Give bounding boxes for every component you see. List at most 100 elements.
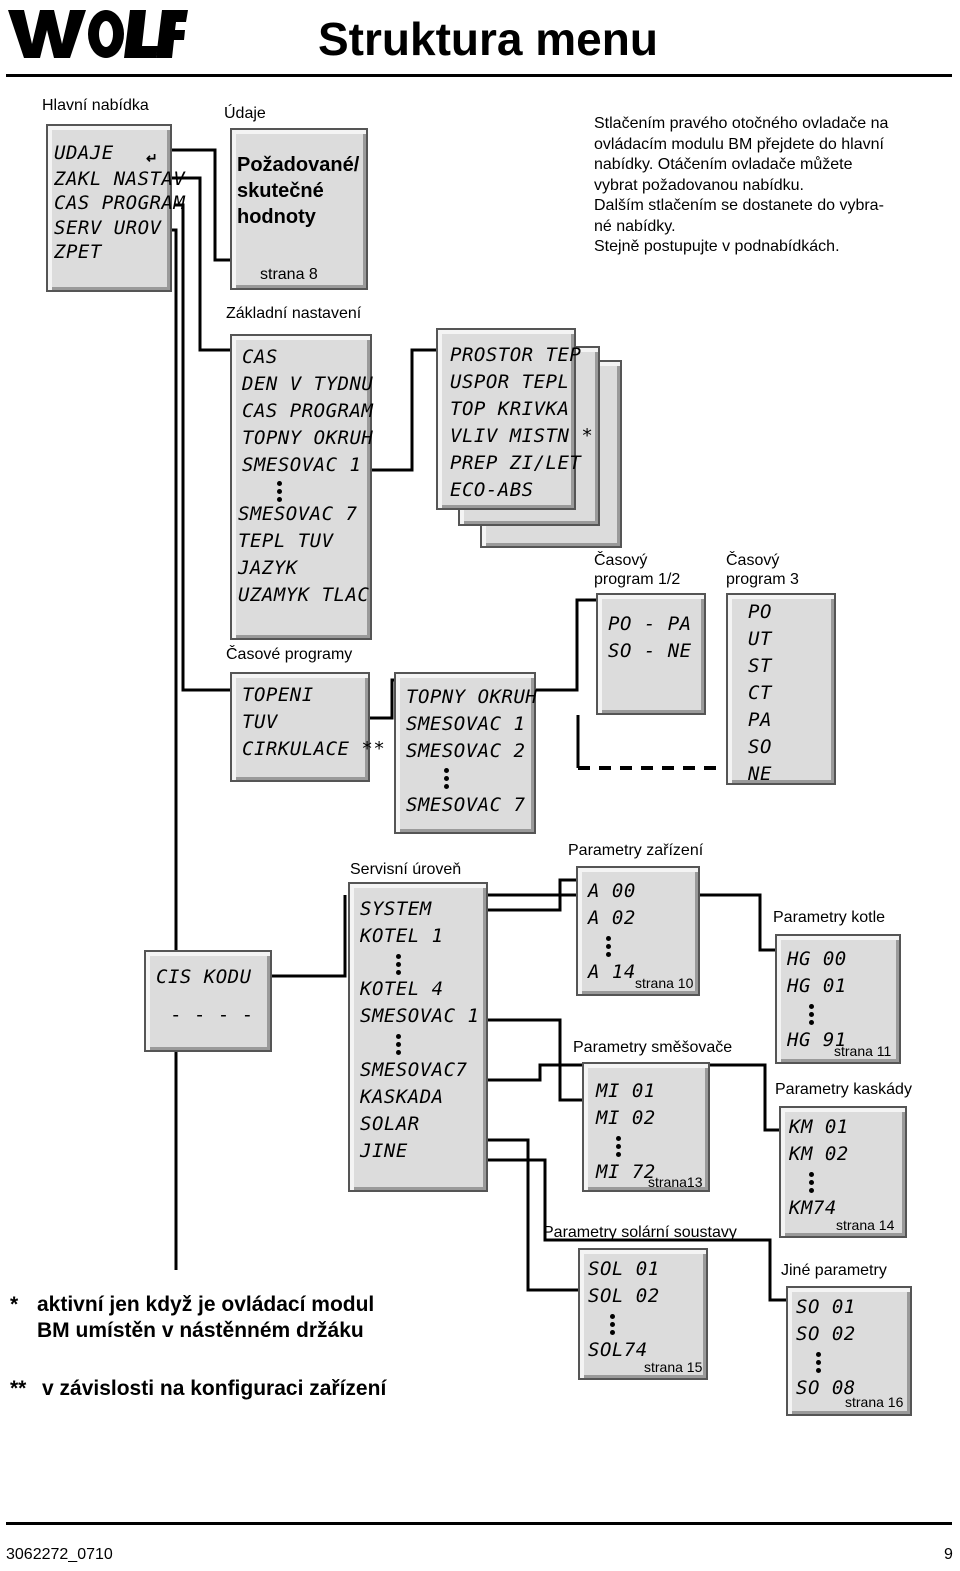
heating-circuits-box[interactable]: TOPNY OKRUH SMESOVAC 1 SMESOVAC 2 SMESOV…: [394, 672, 538, 834]
room-item[interactable]: TOP KRIVKA: [450, 398, 570, 420]
device-params-label: Parametry zařízení: [568, 842, 704, 859]
basic-item[interactable]: DEN V TYDNU: [242, 373, 374, 395]
code-box[interactable]: CIS KODU - - - -: [144, 950, 272, 1052]
service-item[interactable]: KOTEL 4: [360, 978, 444, 1000]
time-program-item[interactable]: TOPENI: [242, 684, 314, 706]
service-item[interactable]: SYSTEM: [360, 898, 432, 920]
program-3-item[interactable]: PO: [748, 601, 772, 623]
boiler-params-box[interactable]: HG 00 HG 01 HG 91 strana 11: [775, 934, 901, 1064]
program-12-item[interactable]: SO - NE: [608, 640, 692, 662]
service-label: Servisní úroveň: [350, 861, 462, 878]
other-param-item[interactable]: SO 02: [796, 1323, 856, 1345]
udaje-box[interactable]: Požadované/ skutečné hodnoty strana 8: [230, 128, 368, 290]
program-3-item[interactable]: SO: [748, 736, 772, 758]
other-params-box[interactable]: SO 01 SO 02 SO 08 strana 16: [786, 1286, 912, 1416]
ellipsis-dots: [809, 1004, 815, 1028]
cascade-params-box[interactable]: KM 01 KM 02 KM74 strana 14: [779, 1106, 907, 1238]
menu-item-serv-urov[interactable]: SERV UROV: [54, 217, 162, 239]
ellipsis-dots: [444, 768, 450, 792]
circuit-item[interactable]: SMESOVAC 1: [406, 713, 526, 735]
basic-item[interactable]: JAZYK: [238, 557, 298, 579]
service-box[interactable]: SYSTEM KOTEL 1 KOTEL 4 SMESOVAC 1 SMESOV…: [348, 882, 488, 1192]
mixer-param-item[interactable]: MI 02: [596, 1107, 656, 1129]
device-param-item[interactable]: A 02: [588, 907, 636, 929]
other-params-page: strana 16: [845, 1394, 904, 1410]
basic-settings-box[interactable]: CAS DEN V TYDNU CAS PROGRAM TOPNY OKRUH …: [230, 334, 374, 640]
circuit-item[interactable]: SMESOVAC 2: [406, 740, 526, 762]
room-item[interactable]: PROSTOR TEP: [450, 344, 582, 366]
cascade-params-label: Parametry kaskády: [775, 1081, 912, 1098]
boiler-param-item[interactable]: HG 91: [787, 1029, 847, 1051]
program-3-item[interactable]: NE: [748, 763, 772, 785]
instruction-line: ovládacím modulu BM přejdete do hlavní: [594, 135, 884, 153]
basic-item[interactable]: TOPNY OKRUH: [242, 427, 374, 449]
program-3-item[interactable]: CT: [748, 682, 772, 704]
service-item[interactable]: SMESOVAC 1: [360, 1005, 480, 1027]
basic-item[interactable]: UZAMYK TLAC: [238, 584, 370, 606]
basic-item[interactable]: SMESOVAC 7: [238, 503, 358, 525]
mixer-params-box[interactable]: MI 01 MI 02 MI 72 strana13: [582, 1062, 710, 1192]
service-item[interactable]: JINE: [360, 1140, 408, 1162]
time-program-item[interactable]: TUV: [242, 711, 278, 733]
solar-param-item[interactable]: SOL 01: [588, 1258, 660, 1280]
program-12-box[interactable]: PO - PA SO - NE: [596, 593, 706, 715]
room-item[interactable]: USPOR TEPL: [450, 371, 570, 393]
boiler-param-item[interactable]: HG 00: [787, 948, 847, 970]
menu-item-zakl-nastav[interactable]: ZAKL NASTAV: [54, 168, 186, 190]
basic-settings-label: Základní nastavení: [226, 305, 362, 322]
basic-item[interactable]: TEPL TUV: [238, 530, 334, 552]
program-3-box[interactable]: PO UT ST CT PA SO NE: [726, 593, 836, 785]
device-param-item[interactable]: A 14: [588, 961, 636, 983]
room-item[interactable]: VLIV MISTN *: [450, 425, 594, 447]
time-programs-box[interactable]: TOPENI TUV CIRKULACE **: [230, 672, 385, 782]
footnote-star-line-1: aktivní jen když je ovládací modul: [37, 1293, 375, 1316]
menu-item-udaje[interactable]: UDAJE: [54, 142, 114, 164]
basic-item[interactable]: CAS PROGRAM: [242, 400, 374, 422]
time-program-item[interactable]: CIRKULACE **: [242, 738, 386, 760]
program-12-label-1: Časový: [594, 552, 648, 569]
menu-item-cas-program[interactable]: CAS PROGRAM: [54, 192, 186, 214]
menu-item-zpet[interactable]: ZPET: [54, 241, 102, 263]
program-3-item[interactable]: PA: [748, 709, 772, 731]
service-item[interactable]: SMESOVAC7: [360, 1059, 468, 1081]
wolf-logo-icon: [8, 10, 188, 58]
room-submenu-box[interactable]: PROSTOR TEP USPOR TEPL TOP KRIVKA VLIV M…: [436, 328, 593, 510]
cascade-param-item[interactable]: KM 01: [789, 1116, 849, 1138]
program-3-label-2: program 3: [726, 571, 799, 588]
circuit-item[interactable]: SMESOVAC 7: [406, 794, 526, 816]
device-param-item[interactable]: A 00: [588, 880, 636, 902]
room-item[interactable]: PREP ZI/LET: [450, 452, 582, 474]
solar-param-item[interactable]: SOL74: [588, 1339, 648, 1361]
mixer-params-page: strana13: [648, 1174, 703, 1190]
service-item[interactable]: KOTEL 1: [360, 925, 444, 947]
basic-item[interactable]: SMESOVAC 1: [242, 454, 362, 476]
main-menu-box[interactable]: UDAJE ZAKL NASTAV CAS PROGRAM SERV UROV …: [46, 124, 185, 292]
ellipsis-dots: [809, 1172, 815, 1196]
service-item[interactable]: KASKADA: [360, 1086, 444, 1108]
basic-item[interactable]: CAS: [242, 346, 278, 368]
cascade-param-item[interactable]: KM 02: [789, 1143, 849, 1165]
return-arrow-icon: ↵: [146, 150, 158, 166]
device-params-box[interactable]: A 00 A 02 A 14 strana 10: [576, 866, 700, 996]
room-item[interactable]: ECO-ABS: [450, 479, 534, 501]
boiler-param-item[interactable]: HG 01: [787, 975, 847, 997]
boiler-params-label: Parametry kotle: [773, 909, 886, 926]
program-12-item[interactable]: PO - PA: [608, 613, 692, 635]
mixer-param-item[interactable]: MI 01: [596, 1080, 656, 1102]
other-params-label: Jiné parametry: [781, 1262, 887, 1279]
ellipsis-dots: [610, 1314, 616, 1338]
program-3-item[interactable]: UT: [748, 628, 772, 650]
ellipsis-dots: [616, 1136, 622, 1160]
code-input[interactable]: - - - -: [170, 1004, 254, 1026]
other-param-item[interactable]: SO 01: [796, 1296, 856, 1318]
solar-params-box[interactable]: SOL 01 SOL 02 SOL74 strana 15: [578, 1248, 708, 1380]
solar-param-item[interactable]: SOL 02: [588, 1285, 660, 1307]
cascade-param-item[interactable]: KM74: [789, 1197, 837, 1219]
program-3-item[interactable]: ST: [748, 655, 772, 677]
instructions: Stlačením pravého otočného ovladače na o…: [594, 114, 888, 258]
service-item[interactable]: SOLAR: [360, 1113, 420, 1135]
mixer-param-item[interactable]: MI 72: [596, 1161, 656, 1183]
other-param-item[interactable]: SO 08: [796, 1377, 856, 1399]
circuit-item[interactable]: TOPNY OKRUH: [406, 686, 538, 708]
